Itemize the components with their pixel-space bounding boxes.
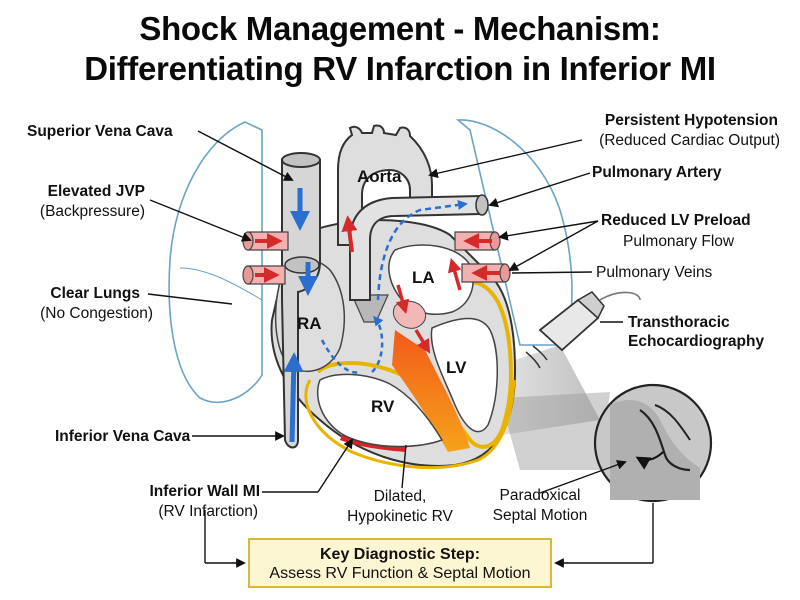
label-dilated: Dilated,: [373, 488, 427, 505]
label-hypokinetic-rv: Hypokinetic RV: [347, 508, 453, 525]
chamber-ra: RA: [297, 314, 322, 333]
key-diagnostic-step-box: Key Diagnostic Step: Assess RV Function …: [248, 538, 552, 588]
lung-fissure: [179, 267, 263, 301]
echo-beam-zoom: [500, 392, 610, 470]
svc-opening: [281, 152, 321, 168]
label-inferior-wall-mi-note: (RV Infarction): [158, 503, 258, 520]
leader-lines: [147, 130, 654, 568]
title-line-1: Shock Management - Mechanism:: [139, 10, 661, 47]
label-persistent-hypotension-note: (Reduced Cardiac Output): [599, 132, 780, 149]
chamber-la: LA: [412, 268, 435, 287]
pa-opening: [475, 194, 489, 216]
rv-chamber: [316, 373, 444, 448]
svc-ring: [284, 256, 320, 274]
label-clear-lungs-note: (No Congestion): [40, 305, 153, 322]
title-line-2: Differentiating RV Infarction in Inferio…: [84, 50, 716, 87]
red-flow-arrows: [255, 215, 500, 354]
key-step-heading: Key Diagnostic Step:: [319, 546, 481, 563]
label-persistent-hypotension: Persistent Hypotension: [604, 112, 778, 129]
label-septal-motion: Septal Motion: [492, 507, 588, 524]
label-inferior-wall-mi: Inferior Wall MI: [149, 483, 260, 500]
right-lung: [168, 121, 263, 404]
label-clear-lungs: Clear Lungs: [50, 285, 140, 302]
label-echocardiography: Echocardiography: [628, 333, 765, 350]
label-transthoracic: Transthoracic: [628, 314, 730, 331]
septal-motion-zoom: [593, 383, 713, 503]
label-inferior-vena-cava: Inferior Vena Cava: [55, 428, 191, 445]
infarct-region: [392, 330, 470, 452]
label-superior-vena-cava: Superior Vena Cava: [27, 123, 173, 140]
venous-flow-arrows: [283, 188, 468, 443]
label-paradoxical: Paradoxical: [499, 487, 581, 504]
echo-probe-icon: [525, 291, 641, 369]
lv-chamber: [430, 317, 498, 433]
label-elevated-jvp: Elevated JVP: [47, 183, 145, 200]
chamber-lv: LV: [446, 358, 467, 377]
chamber-rv: RV: [371, 397, 395, 416]
label-pulmonary-flow: Pulmonary Flow: [623, 233, 735, 250]
myocardium-outline: [316, 280, 513, 449]
chamber-aorta: Aorta: [357, 167, 402, 186]
label-elevated-jvp-note: (Backpressure): [39, 203, 145, 220]
label-pulmonary-veins: Pulmonary Veins: [596, 264, 713, 281]
label-reduced-lv-preload: Reduced LV Preload: [601, 212, 751, 229]
epicardium-yellow: [304, 379, 516, 470]
key-step-text: Assess RV Function & Septal Motion: [269, 565, 531, 582]
label-pulmonary-artery: Pulmonary Artery: [592, 164, 722, 181]
